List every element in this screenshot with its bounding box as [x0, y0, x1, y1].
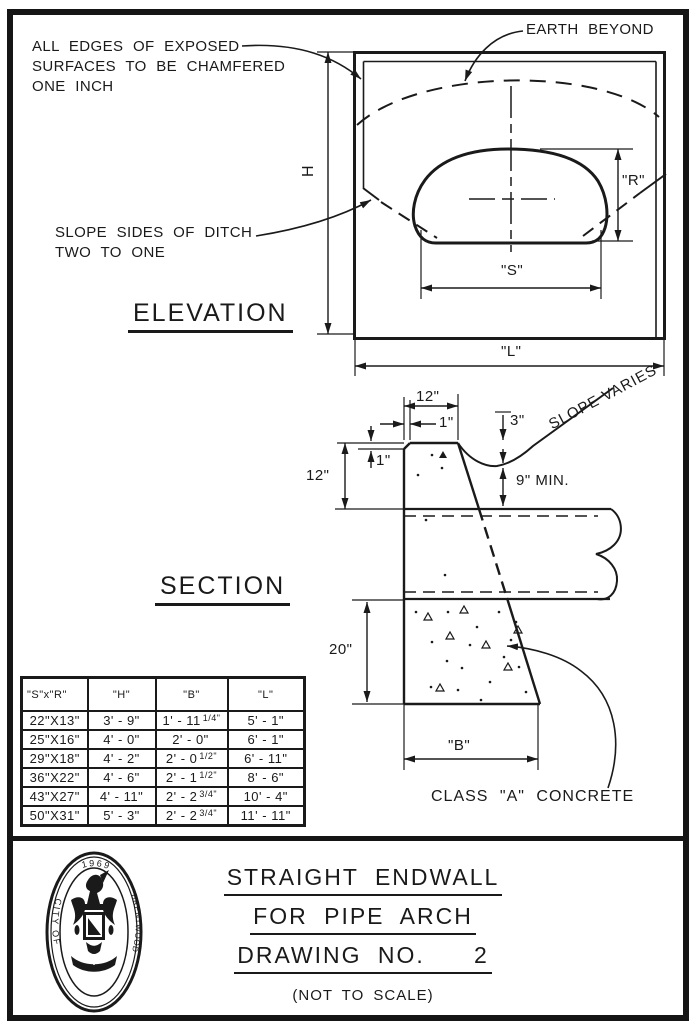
page-border [7, 9, 689, 1021]
leader-class-a-concrete [506, 643, 617, 789]
cell-l: 6' - 1" [226, 729, 306, 750]
cell-l: 10' - 4" [226, 786, 306, 807]
dim-r [540, 148, 633, 242]
section-extension-lines [335, 394, 539, 770]
drawing-canvas [241, 30, 667, 789]
elevation-endwall-outline [353, 51, 666, 340]
scale-note: (NOT TO SCALE) [292, 987, 434, 1004]
seal-banner [71, 956, 117, 972]
svg-text:CITY OF: CITY OF [50, 897, 64, 947]
note-slope-ditch: SLOPE SIDES OF DITCH TWO TO ONE [55, 224, 253, 261]
pipe-arch-opening [411, 147, 609, 245]
table-header-row: "S"x"R" "H" "B" "L" [20, 676, 306, 712]
dim-label-3: 3" [510, 412, 525, 429]
section-pipe [404, 507, 622, 601]
dim-label-20: 20" [329, 641, 353, 658]
section-title: SECTION [155, 572, 291, 606]
seal-city-of: CITY OF [50, 897, 62, 947]
earth-beyond-arc [356, 79, 660, 126]
pipe-arch-dimension-table: "S"x"R" "H" "B" "L" 22"X13" 3' - 9" 1' -… [20, 676, 306, 827]
cell-h: 5' - 3" [86, 805, 157, 827]
cell-l: 5' - 1" [226, 710, 306, 731]
section-ground-line [457, 387, 614, 468]
cell-h: 3' - 9" [86, 710, 157, 731]
label-9-min: 9" MIN. [516, 472, 569, 489]
cell-l: 11' - 11" [226, 805, 306, 827]
leader-chamfer-note [241, 44, 362, 80]
col-header-h: "H" [86, 676, 157, 712]
cell-sxr: 22"X13" [20, 710, 89, 731]
leader-slope-note [255, 199, 372, 237]
dim-label-s: "S" [501, 262, 524, 279]
leader-earth-beyond [464, 30, 524, 82]
table-row: 25"X16" 4' - 0" 2' - 0" 6' - 1" [20, 729, 306, 750]
dim-label-1-top: 1" [439, 414, 454, 431]
cell-h: 4' - 0" [86, 729, 157, 750]
cell-sxr: 36"X22" [20, 767, 89, 788]
col-header-b: "B" [154, 676, 229, 712]
cell-l: 8' - 6" [226, 767, 306, 788]
cell-h: 4' - 11" [86, 786, 157, 807]
dim-s [420, 230, 602, 299]
label-class-a-concrete: CLASS "A" CONCRETE [431, 788, 635, 805]
city-seal: 1969 CITY OF BRENTWOOD [45, 851, 143, 1013]
label-earth-beyond: EARTH BEYOND [526, 21, 654, 38]
section-wall-outline [402, 441, 542, 706]
elevation-title: ELEVATION [128, 299, 293, 333]
col-header-sxr: "S"x"R" [20, 676, 89, 712]
ditch-slope-lines [362, 173, 667, 239]
cell-h: 4' - 6" [86, 767, 157, 788]
cell-sxr: 43"X27" [20, 786, 89, 807]
cell-b: 2' - 0" [154, 729, 229, 750]
concrete-stipple [414, 451, 528, 702]
svg-text:1969: 1969 [81, 858, 113, 871]
pipe-centerlines [469, 86, 555, 252]
cell-sxr: 29"X18" [20, 748, 89, 769]
dim-l [354, 339, 665, 376]
drawing-title-line2: FOR PIPE ARCH [250, 903, 476, 935]
drawing-title-line3: DRAWING NO. 2 [234, 942, 492, 974]
cell-sxr: 50"X31" [20, 805, 89, 827]
note-chamfer: ALL EDGES OF EXPOSED SURFACES TO BE CHAM… [32, 38, 286, 95]
drawing-title-line1: STRAIGHT ENDWALL [223, 864, 503, 896]
cell-sxr: 25"X16" [20, 729, 89, 750]
col-header-l: "L" [226, 676, 306, 712]
cell-h: 4' - 2" [86, 748, 157, 769]
seal-shield-face [86, 915, 102, 965]
seal-year: 1969 [81, 858, 111, 871]
dim-label-l: "L" [501, 343, 522, 360]
title-block: STRAIGHT ENDWALL FOR PIPE ARCH DRAWING N… [222, 864, 504, 1004]
dim-label-1-left: 1" [376, 452, 391, 469]
title-block-divider [13, 836, 683, 841]
dim-label-h: H [300, 164, 318, 178]
dim-label-12-top: 12" [416, 388, 440, 405]
dim-label-12-left: 12" [306, 467, 330, 484]
dim-label-r: "R" [622, 172, 645, 189]
cell-l: 6' - 11" [226, 748, 306, 769]
seal-rings [45, 851, 143, 1013]
dim-label-b: "B" [448, 737, 471, 754]
dim-h [317, 51, 354, 335]
